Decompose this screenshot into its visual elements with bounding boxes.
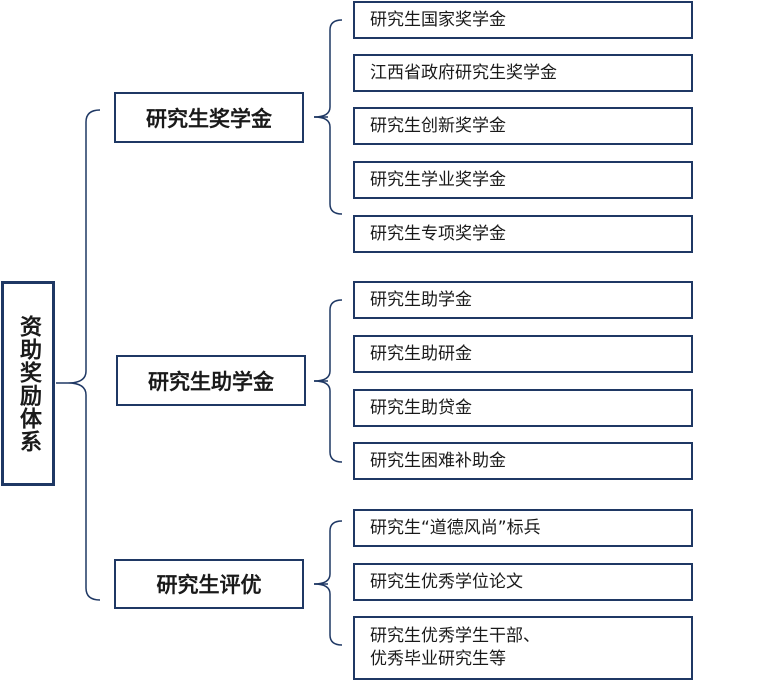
leaf-node: 研究生优秀学位论文: [353, 563, 693, 601]
leaf-node: 研究生学业奖学金: [353, 161, 693, 199]
leaf-node: 研究生优秀学生干部、 优秀毕业研究生等: [353, 616, 693, 680]
category-grant: 研究生助学金: [116, 355, 306, 406]
category-label: 研究生评优: [156, 573, 262, 597]
leaf-label: 研究生困难补助金: [370, 450, 506, 471]
leaf-label-line: 优秀毕业研究生等: [370, 649, 506, 669]
leaf-label: 研究生创新奖学金: [370, 115, 506, 136]
category-label: 研究生助学金: [148, 369, 274, 394]
root-node: 资助奖励体系: [1, 281, 55, 486]
leaf-label-multiline: 研究生优秀学生干部、 优秀毕业研究生等: [370, 625, 540, 671]
leaf-node: 研究生助学金: [353, 281, 693, 319]
category-label: 研究生奖学金: [146, 106, 272, 131]
leaf-node: 研究生创新奖学金: [353, 107, 693, 145]
leaf-label: 研究生学业奖学金: [370, 169, 506, 190]
leaf-label: 研究生“道德风尚”标兵: [370, 517, 541, 538]
leaf-label: 研究生专项奖学金: [370, 223, 506, 244]
leaf-node: 研究生专项奖学金: [353, 215, 693, 253]
category-award: 研究生评优: [114, 559, 304, 609]
leaf-label: 研究生助研金: [370, 343, 472, 364]
leaf-label-line: 研究生优秀学生干部、: [370, 626, 540, 646]
leaf-label: 研究生优秀学位论文: [370, 571, 523, 592]
root-label: 资助奖励体系: [16, 314, 41, 453]
leaf-node: 研究生困难补助金: [353, 442, 693, 480]
leaf-node: 研究生国家奖学金: [353, 1, 693, 39]
leaf-label: 研究生国家奖学金: [370, 9, 506, 30]
leaf-label: 研究生助学金: [370, 289, 472, 310]
leaf-label: 江西省政府研究生奖学金: [370, 62, 557, 83]
leaf-node: 研究生助贷金: [353, 389, 693, 427]
leaf-node: 江西省政府研究生奖学金: [353, 54, 693, 92]
leaf-node: 研究生助研金: [353, 335, 693, 373]
leaf-label: 研究生助贷金: [370, 397, 472, 418]
category-scholarship: 研究生奖学金: [114, 92, 304, 143]
leaf-node: 研究生“道德风尚”标兵: [353, 509, 693, 547]
